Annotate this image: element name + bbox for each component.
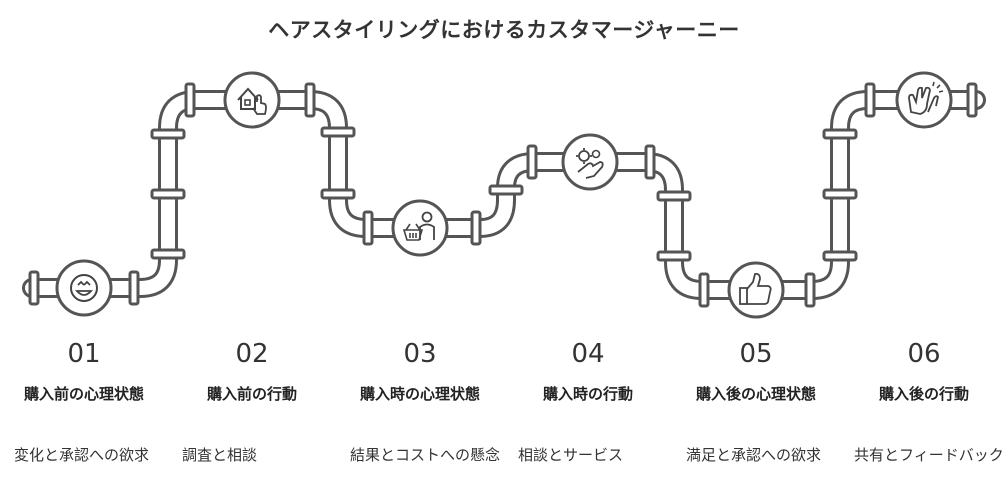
diagram-title: ヘアスタイリングにおけるカスタマージャーニー [268,18,740,42]
stage-description: 変化と承認への欲求 [14,446,150,464]
stage-heading: 購入前の心理状態 [23,385,144,403]
stage-number: 03 [403,339,437,369]
stage-description: 共有とフィードバック [854,446,1004,464]
pipe-couplings [28,82,978,308]
stage-description: 満足と承認への欲求 [686,446,822,464]
stage-heading: 購入時の心理状態 [359,385,480,403]
stage-number: 02 [235,339,269,369]
stage-02: 02 購入前の行動 [168,338,336,418]
stage-heading: 購入時の行動 [542,385,633,403]
hand-gears-icon [561,133,619,191]
stage-03: 03 購入時の心理状態 [336,338,504,418]
house-tap-icon [223,71,281,129]
clapping-hands-icon [895,71,953,129]
stage-description: 調査と相談 [182,446,258,464]
smiling-face-icon [55,259,113,317]
stage-description: 相談とサービス [518,446,624,464]
stage-heading: 購入後の行動 [878,385,969,403]
stage-heading: 購入前の行動 [206,385,297,403]
shopping-basket-person-icon [391,199,449,257]
stage-number: 04 [571,339,605,369]
stage-01: 01 購入前の心理状態 [0,338,168,418]
stage-04: 04 購入時の行動 [504,338,672,418]
stage-number: 01 [67,339,101,369]
stage-heading: 購入後の心理状態 [695,385,816,403]
thumbs-up-icon [727,261,785,319]
stage-number: 05 [739,339,773,369]
stage-05: 05 購入後の心理状態 [672,338,840,418]
pipeline-diagram [22,71,986,319]
stage-06: 06 購入後の行動 [840,338,1008,418]
stage-number: 06 [907,339,941,369]
stage-description: 結果とコストへの懸念 [350,446,501,464]
